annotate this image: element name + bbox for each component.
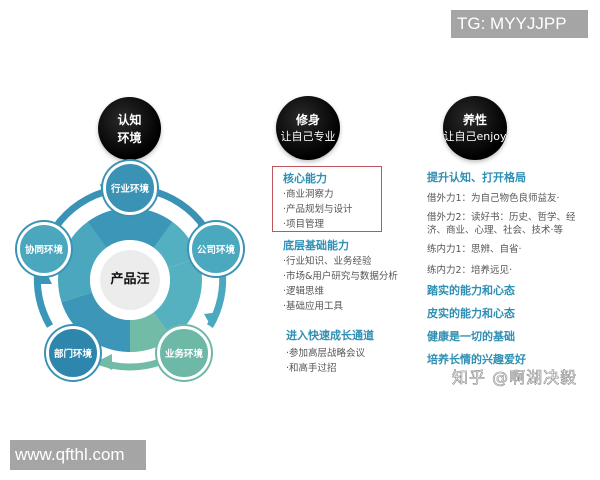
nurture-subtitle: 让自己enjoy xyxy=(443,130,507,143)
fast-track-item: ·和高手过招 xyxy=(286,363,337,374)
nurture-line: 借外力2：读好书：历史、哲学、经济、商业、心理、社会、技术·等 xyxy=(427,212,576,236)
nurture-heading: 皮实的能力和心态 xyxy=(427,307,515,320)
nurture-heading: 培养长情的兴趣爱好 xyxy=(427,353,526,366)
core-ability-item: ·商业洞察力 xyxy=(283,189,334,200)
node-business-environment: 业务环境 xyxy=(157,326,211,380)
url-watermark: www.qfthl.com xyxy=(10,440,146,470)
cognition-title-line2: 环境 xyxy=(117,130,142,145)
foundation-ability-item: ·逻辑思维 xyxy=(283,286,325,297)
nurture-heading: 踏实的能力和心态 xyxy=(427,284,515,297)
foundation-ability-item: ·基础应用工具 xyxy=(283,301,344,312)
core-ability-item: ·项目管理 xyxy=(283,219,325,230)
nurture-title: 养性 xyxy=(462,113,487,127)
core-ability-box: 核心能力 ·商业洞察力 ·产品规划与设计 ·项目管理 xyxy=(272,166,382,232)
foundation-ability-section: 底层基础能力 ·行业知识、业务经验 ·市场&用户研究与数据分析 ·逻辑思维 ·基… xyxy=(283,238,398,314)
self-cultivation-subtitle: 让自己专业 xyxy=(280,130,336,143)
center-label: 产品汪 xyxy=(110,272,150,287)
fast-track-item: ·参加高层战略会议 xyxy=(286,348,366,359)
fast-track-heading: 进入快速成长通道 xyxy=(286,329,374,342)
fast-track-section: 进入快速成长通道 ·参加高层战略会议 ·和高手过招 xyxy=(286,328,374,376)
core-ability-heading: 核心能力 xyxy=(283,172,327,185)
foundation-ability-item: ·行业知识、业务经验 xyxy=(283,256,372,267)
foundation-ability-heading: 底层基础能力 xyxy=(283,239,349,252)
self-cultivation-circle: 修身 让自己专业 xyxy=(276,96,340,160)
nurture-heading-cognition: 提升认知、打开格局 xyxy=(427,171,526,184)
node-industry-environment: 行业环境 xyxy=(103,161,157,215)
nurture-heading: 健康是一切的基础 xyxy=(427,330,515,343)
nurture-circle: 养性 让自己enjoy xyxy=(443,96,507,160)
tg-watermark: TG: MYYJJPP xyxy=(451,10,588,38)
self-cultivation-title: 修身 xyxy=(295,113,320,127)
nurture-line: 练内力2：培养远见· xyxy=(427,265,513,276)
cognition-title-line1: 认知 xyxy=(117,112,142,127)
core-ability-item: ·产品规划与设计 xyxy=(283,204,353,215)
node-collaboration-environment: 协同环境 xyxy=(17,222,71,276)
nurture-line: 借外力1：为自己物色良师益友· xyxy=(427,193,560,204)
foundation-ability-item: ·市场&用户研究与数据分析 xyxy=(283,271,398,282)
node-department-environment: 部门环境 xyxy=(46,326,100,380)
node-company-environment: 公司环境 xyxy=(189,222,243,276)
zhihu-watermark: 知乎 @啊湖决毅 xyxy=(452,368,578,388)
nurture-line: 练内力1：思辨、自省· xyxy=(427,244,522,255)
cognition-circle: 认知 环境 xyxy=(98,97,161,160)
nurture-section: 提升认知、打开格局 借外力1：为自己物色良师益友· 借外力2：读好书：历史、哲学… xyxy=(427,170,587,368)
environment-cycle-diagram: 产品汪 行业环境 公司环境 业务环境 部门环境 协同环境 xyxy=(0,150,260,390)
